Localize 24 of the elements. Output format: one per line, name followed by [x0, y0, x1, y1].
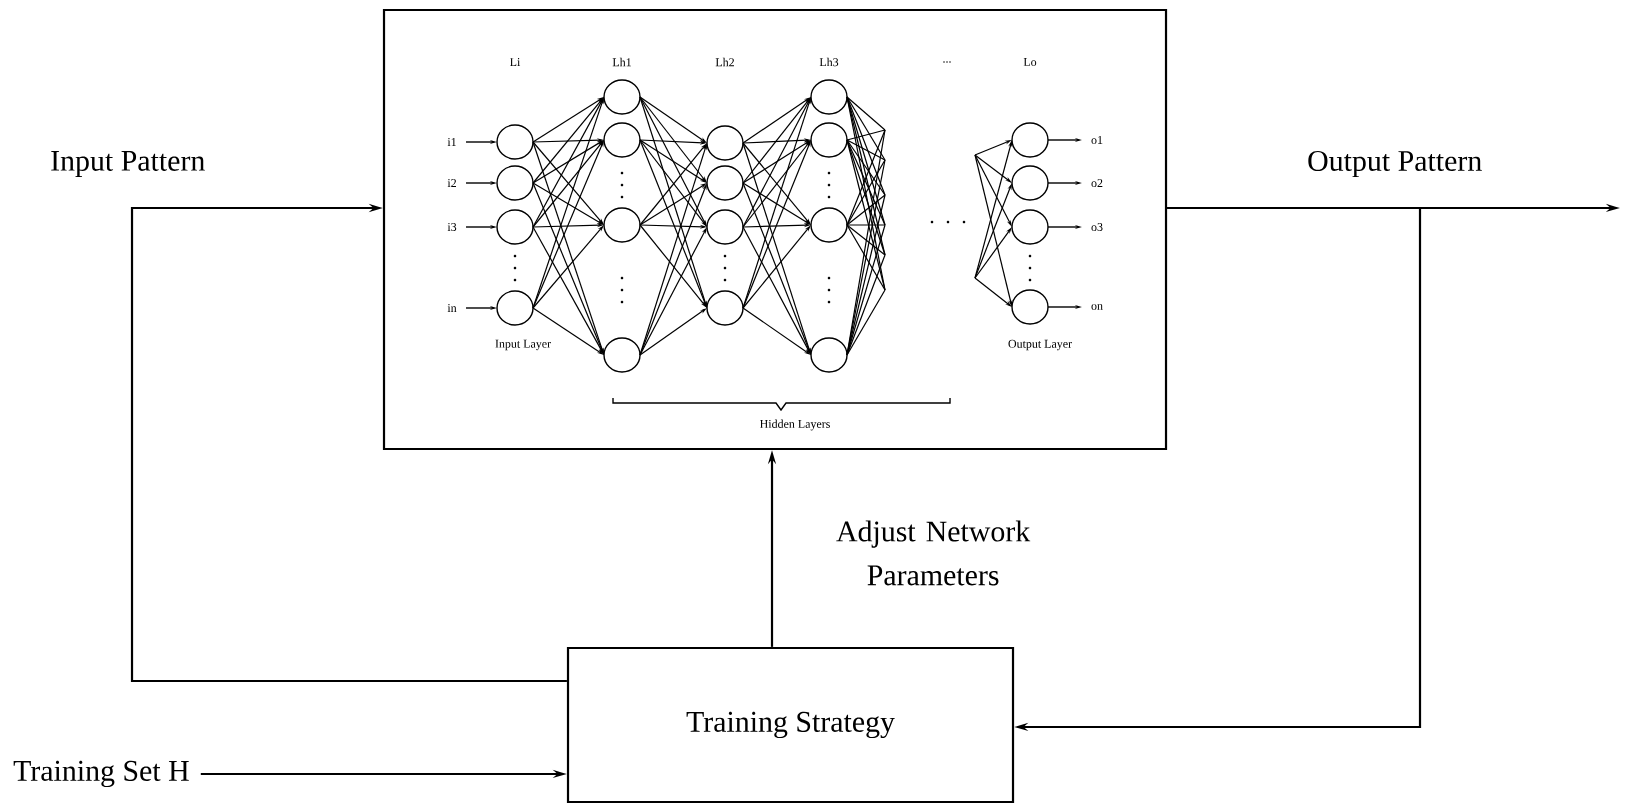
layer-caption: Hidden Layers [760, 419, 830, 431]
edge-label: Input Pattern [51, 151, 205, 177]
input-label: i3 [447, 223, 457, 231]
output-label: o1 [1091, 136, 1103, 144]
input-label: i1 [447, 138, 456, 146]
layer-label: ... [943, 61, 951, 63]
layer-label: Lh2 [715, 57, 734, 67]
input-label: i2 [447, 179, 456, 187]
input-text: Training Set H [13, 760, 189, 788]
layer-label: Lh1 [612, 57, 631, 67]
output-label: o3 [1091, 223, 1103, 231]
layer-label: Lo [1023, 58, 1037, 66]
edge-label: Output Pattern [1308, 150, 1482, 178]
output-label: on [1091, 304, 1103, 310]
process-box: Training Strategy [566, 646, 1015, 804]
edge-label: Adjust Network Parameters [836, 520, 1031, 586]
arrow [130, 203, 567, 683]
layer-caption: Input Layer [495, 339, 551, 351]
input-label: in [447, 304, 457, 312]
output-label: o2 [1091, 179, 1103, 187]
layer-label: Li [510, 58, 521, 66]
network-box [382, 8, 1168, 451]
layer-label: Lh3 [819, 57, 839, 67]
layer-caption: Output Layer [1008, 339, 1072, 351]
